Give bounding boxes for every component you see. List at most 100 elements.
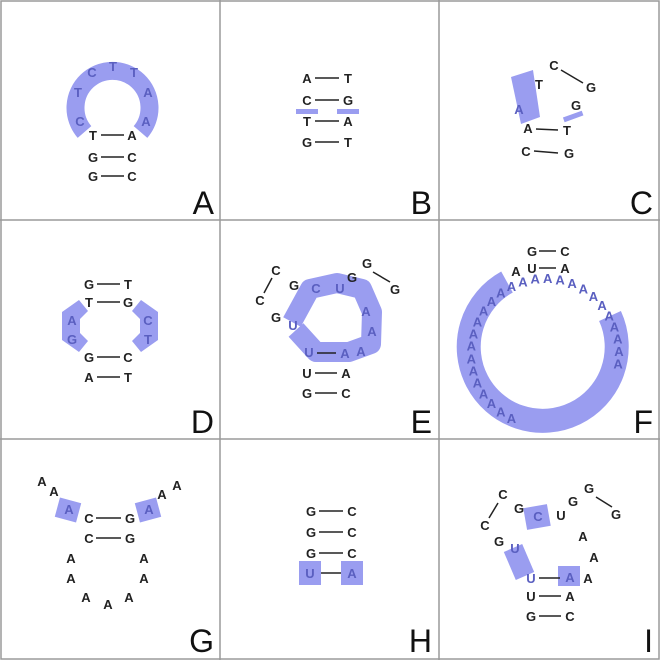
nucleotide: A [589, 550, 599, 565]
panel-c: A T C G G A T C G C [511, 58, 653, 221]
nucleotide: A [37, 474, 47, 489]
nucleotide: C [127, 169, 137, 184]
nucleotide: A [144, 502, 154, 517]
nucleotide: A [479, 386, 489, 401]
nucleotide: C [255, 293, 265, 308]
highlight-block [558, 566, 580, 586]
nucleotide: C [143, 313, 153, 328]
nucleotide: G [362, 256, 372, 271]
nucleotide: T [124, 277, 132, 292]
highlight-path [503, 544, 535, 580]
nucleotide: C [341, 386, 351, 401]
nucleotide: A [361, 304, 371, 319]
nucleotide: C [84, 531, 94, 546]
panel-label: B [411, 185, 432, 221]
nucleotide: G [123, 295, 133, 310]
nucleotide: G [271, 310, 281, 325]
panel-label: C [630, 185, 653, 221]
nucleotide: T [124, 370, 132, 385]
nucleotide: G [302, 135, 312, 150]
nucleotide: G [302, 386, 312, 401]
nucleotide: A [67, 313, 77, 328]
nucleotide: A [523, 121, 533, 136]
nucleotide: C [347, 546, 357, 561]
nucleotide: T [85, 295, 93, 310]
panel-b: A T C G T A G T B [296, 71, 432, 221]
nucleotide: T [109, 59, 117, 74]
highlight-bulge-left [62, 300, 88, 352]
nucleotide: A [511, 264, 521, 279]
nucleotide: G [67, 332, 77, 347]
nucleotide: G [571, 98, 581, 113]
nucleotide: A [610, 320, 620, 335]
nucleotide: G [88, 169, 98, 184]
nucleotide: U [556, 508, 565, 523]
nucleotide: U [288, 318, 297, 333]
base-pair-bond [535, 128, 559, 131]
nucleotide: A [487, 396, 497, 411]
nucleotide: A [81, 590, 91, 605]
nucleotide: A [583, 571, 593, 586]
nucleotide: A [302, 71, 312, 86]
nucleotide: G [84, 350, 94, 365]
nucleotide: A [172, 478, 182, 493]
panel-label: G [189, 623, 214, 659]
nucleotide: U [305, 566, 314, 581]
panel-label: A [193, 185, 215, 221]
nucleotide: A [579, 282, 589, 297]
nucleotide: A [531, 272, 541, 287]
nucleotide: A [157, 487, 167, 502]
nucleotide: U [526, 571, 535, 586]
nucleotide: C [84, 511, 94, 526]
nucleotide: U [527, 261, 536, 276]
nucleotide: U [304, 345, 313, 360]
nucleotide: A [124, 590, 134, 605]
nucleotide: C [123, 350, 133, 365]
nucleotide: C [347, 504, 357, 519]
nucleotide: C [565, 609, 575, 624]
nucleotide: A [139, 551, 149, 566]
panel-h: G C G C G C U A H [299, 504, 432, 659]
nucleotide: G [347, 270, 357, 285]
nucleotide: A [543, 271, 553, 286]
highlight-block [523, 504, 551, 530]
nucleotide: G [568, 494, 578, 509]
panel-d: G T T G A G C T G C A T D [62, 277, 214, 440]
nucleotide: U [526, 589, 535, 604]
panel-label: I [644, 623, 653, 659]
nucleotide: U [510, 541, 519, 556]
nucleotide: C [75, 114, 85, 129]
nucleotide: G [514, 501, 524, 516]
nucleotide: T [344, 71, 352, 86]
highlight-block [134, 497, 162, 523]
highlight-block [341, 561, 363, 585]
nucleotide: A [565, 570, 575, 585]
nucleotide: C [560, 244, 570, 259]
highlight-path [283, 273, 382, 362]
base-pair-bond [372, 271, 391, 283]
highlight-block [511, 70, 540, 124]
nucleotide: G [306, 525, 316, 540]
highlight-loop [66, 61, 159, 138]
nucleotide: G [564, 146, 574, 161]
nucleotide: G [527, 244, 537, 259]
highlight-block [299, 561, 321, 585]
nucleotide: T [74, 85, 82, 100]
nucleotide: U [335, 281, 344, 296]
nucleotide: G [586, 80, 596, 95]
nucleotide: A [143, 85, 153, 100]
nucleotide: A [469, 326, 479, 341]
nucleotide: A [473, 315, 483, 330]
nucleotide: A [469, 364, 479, 379]
nucleotide: A [340, 346, 350, 361]
nucleotide: T [303, 114, 311, 129]
nucleotide: A [467, 351, 477, 366]
panel-label: D [191, 404, 214, 440]
panel-e: C C G G C U G G G A A U A A U U A G C E [255, 256, 432, 440]
highlight-block [54, 497, 82, 523]
nucleotide: A [507, 411, 517, 426]
nucleotide: C [87, 65, 97, 80]
nucleotide: A [589, 289, 599, 304]
nucleotide: T [344, 135, 352, 150]
